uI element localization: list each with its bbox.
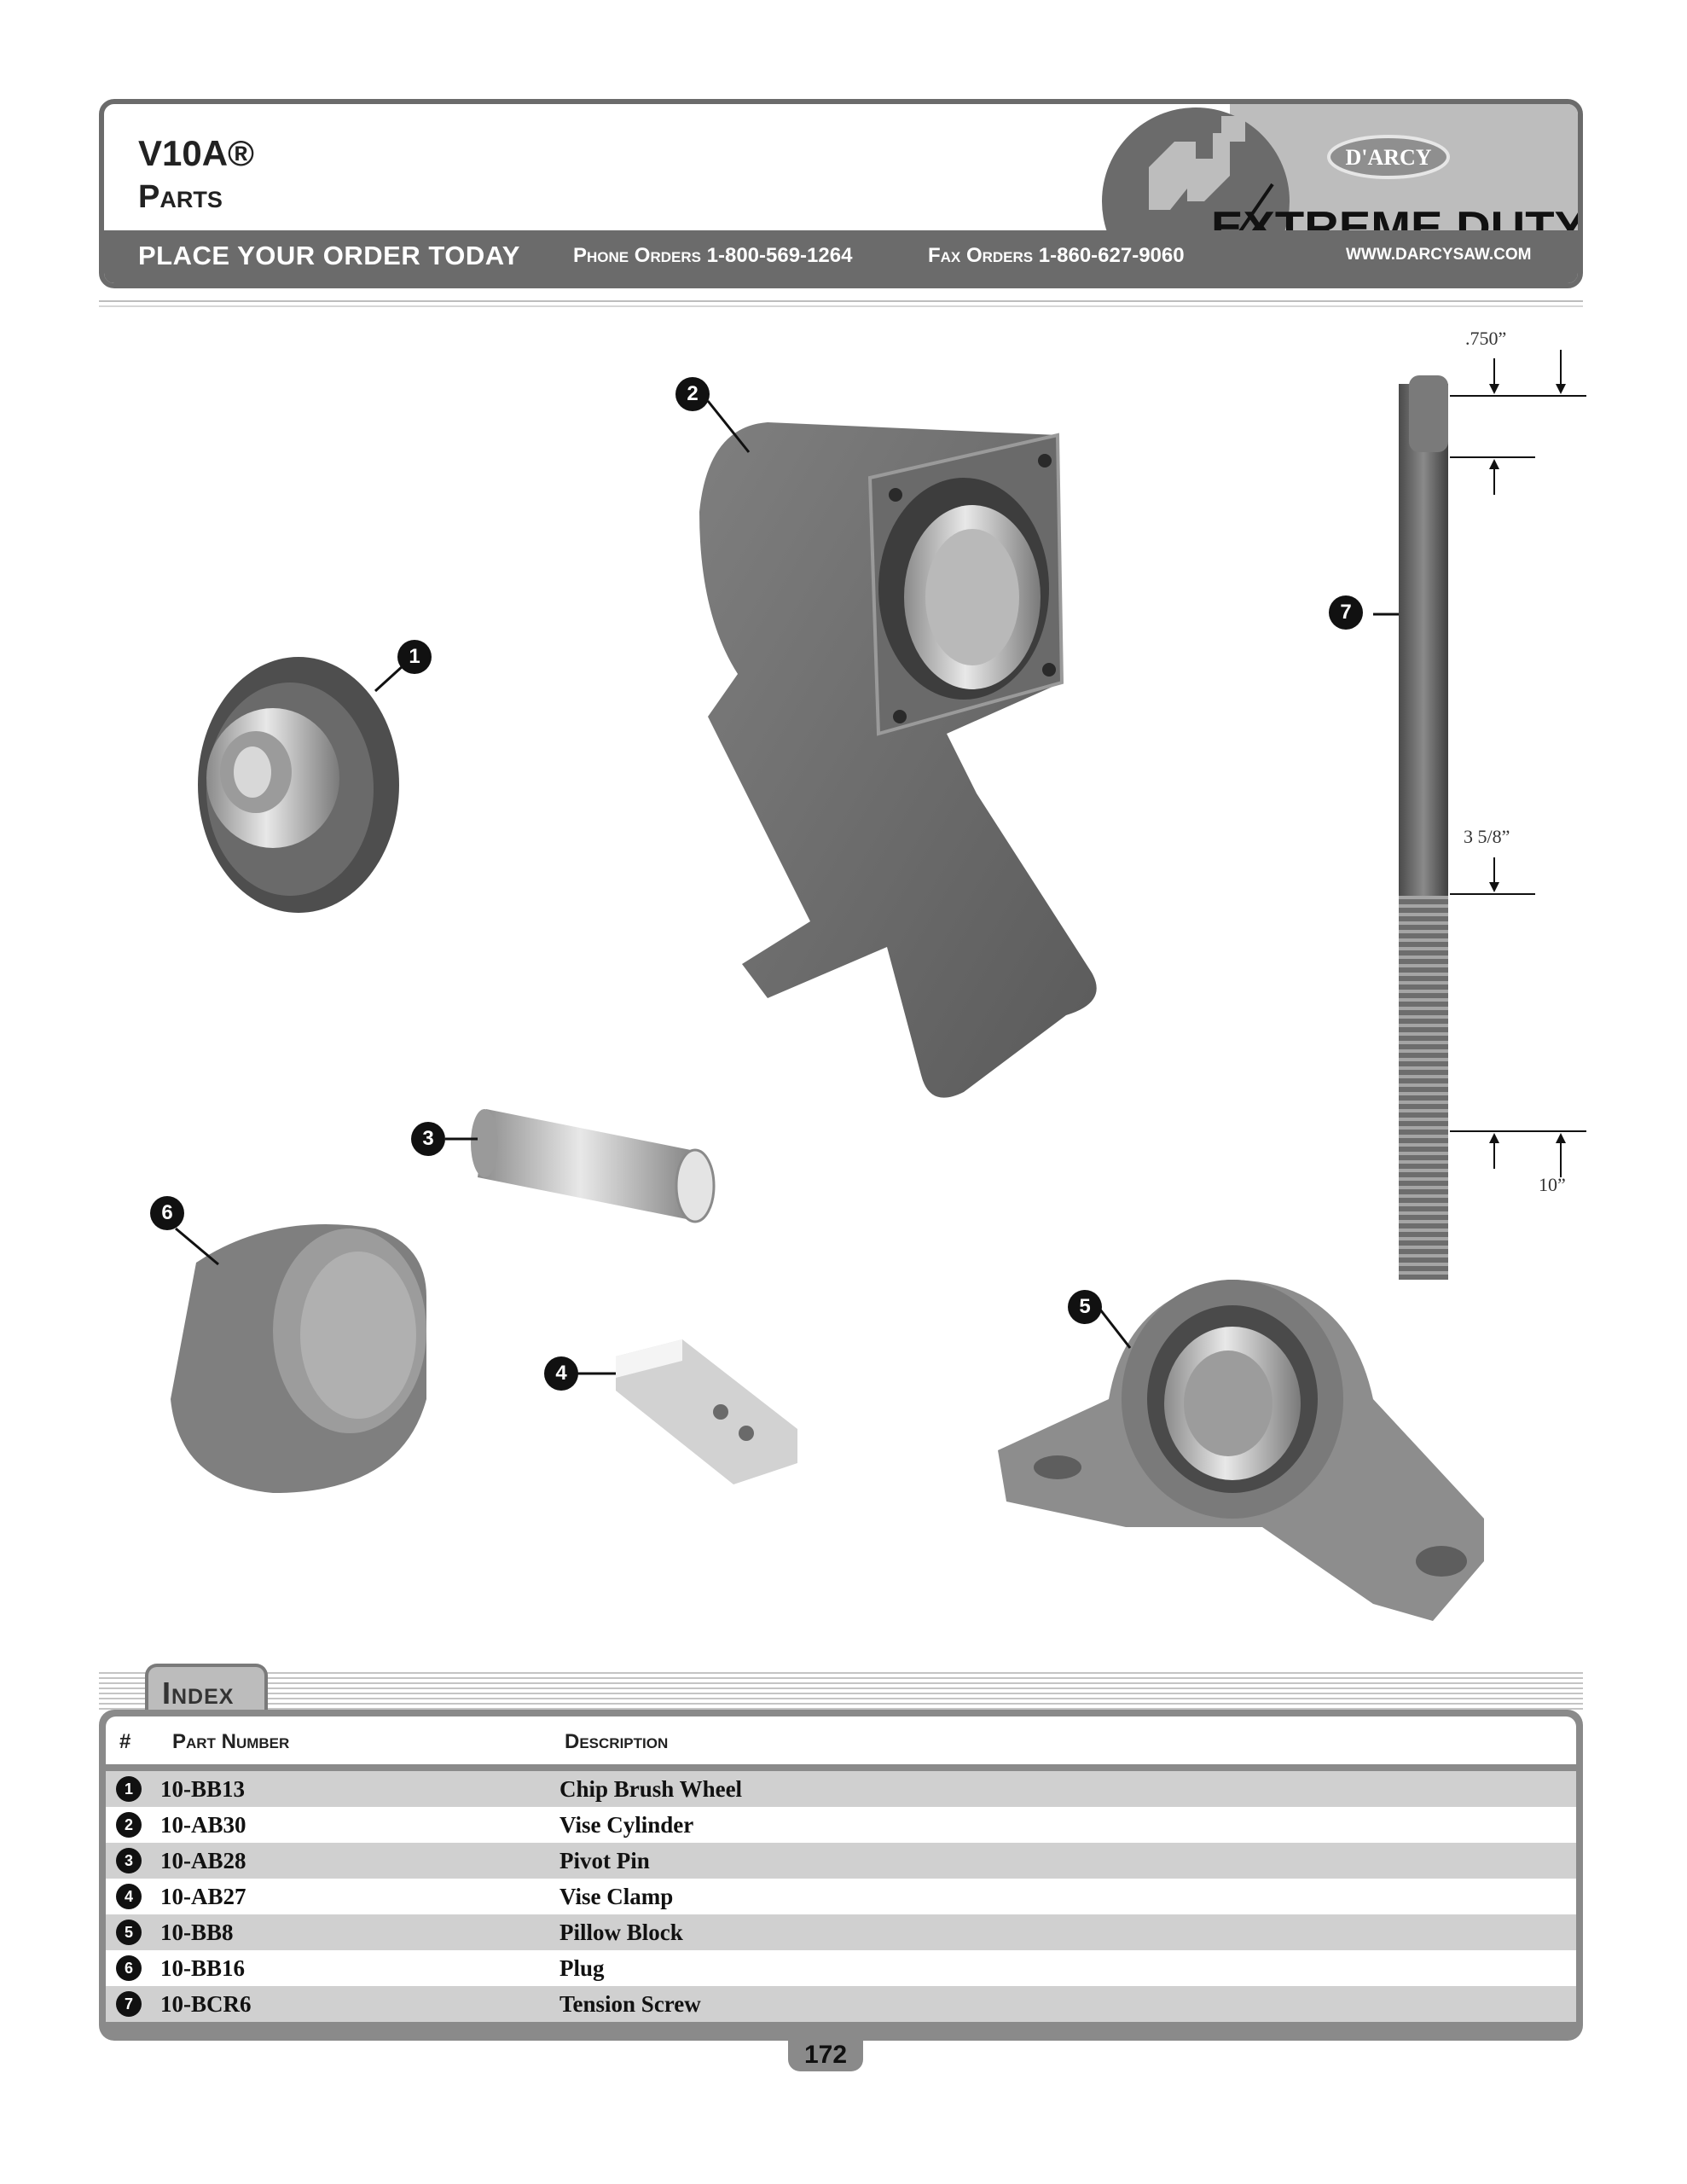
index-table: # Part Number Description 1 10-BB13 Chip… bbox=[99, 1710, 1583, 2041]
row-number-badge: 6 bbox=[116, 1955, 142, 1981]
model-title: V10A® bbox=[138, 133, 255, 173]
row-number-badge: 4 bbox=[116, 1884, 142, 1909]
callout-2: 2 bbox=[675, 377, 710, 411]
part-number: 10-BB13 bbox=[160, 1776, 246, 1802]
row-number-badge: 3 bbox=[116, 1848, 142, 1873]
page-header: V10A® Parts D'ARCY EXTREME DUTY PLACE YO… bbox=[99, 99, 1583, 288]
table-row: 1 10-BB13 Chip Brush Wheel bbox=[106, 1771, 1576, 1807]
part-description: Pillow Block bbox=[559, 1920, 683, 1945]
chip-brush-wheel-image bbox=[198, 655, 415, 913]
row-number-badge: 7 bbox=[116, 1991, 142, 2017]
column-header-part-number: Part Number bbox=[172, 1730, 290, 1753]
parts-illustration: 1 2 3 4 5 6 7 .750” 3 5/8” 10” bbox=[0, 307, 1687, 1638]
column-header-num: # bbox=[119, 1730, 131, 1753]
brand-logo-text: D'ARCY bbox=[1345, 145, 1431, 170]
table-row: 6 10-BB16 Plug bbox=[106, 1950, 1576, 1986]
row-number-badge: 1 bbox=[116, 1776, 142, 1802]
table-header: # Part Number Description bbox=[106, 1716, 1576, 1764]
page-number: 172 bbox=[803, 2041, 848, 2069]
fax-orders: Fax Orders 1-860-627-9060 bbox=[928, 244, 1185, 267]
vise-cylinder-image bbox=[699, 400, 1097, 1098]
row-number-badge: 2 bbox=[116, 1812, 142, 1838]
extreme-duty-logo: D'ARCY EXTREME DUTY bbox=[1102, 104, 1578, 253]
part-description: Tension Screw bbox=[559, 1991, 701, 2017]
website-link[interactable]: WWW.DARCYSAW.COM bbox=[1346, 246, 1532, 264]
part-number: 10-AB30 bbox=[160, 1812, 246, 1838]
tension-screw-image bbox=[1373, 350, 1586, 1280]
pivot-pin-image bbox=[445, 1109, 716, 1223]
part-number: 10-BB8 bbox=[160, 1920, 234, 1945]
dimension-top: .750” bbox=[1465, 328, 1507, 349]
dimension-middle: 3 5/8” bbox=[1464, 826, 1510, 847]
dimension-overall: 10” bbox=[1539, 1174, 1566, 1195]
callout-5: 5 bbox=[1068, 1290, 1102, 1324]
table-row: 4 10-AB27 Vise Clamp bbox=[106, 1879, 1576, 1914]
phone-orders: Phone Orders 1-800-569-1264 bbox=[573, 244, 853, 267]
column-header-description: Description bbox=[565, 1730, 669, 1753]
part-description: Vise Clamp bbox=[559, 1884, 674, 1909]
index-tab: Index bbox=[145, 1664, 268, 1715]
part-number: 10-BB16 bbox=[160, 1955, 246, 1981]
table-body: 1 10-BB13 Chip Brush Wheel 2 10-AB30 Vis… bbox=[106, 1771, 1576, 2022]
plug-image bbox=[171, 1224, 426, 1493]
divider bbox=[99, 300, 1583, 302]
part-number: 10-AB28 bbox=[160, 1848, 246, 1873]
order-bar: PLACE YOUR ORDER TODAY Phone Orders 1-80… bbox=[104, 230, 1578, 283]
callout-7: 7 bbox=[1329, 595, 1363, 630]
part-description: Plug bbox=[559, 1955, 605, 1981]
part-number: 10-BCR6 bbox=[160, 1991, 252, 2017]
divider bbox=[99, 305, 1583, 307]
callout-3: 3 bbox=[411, 1122, 445, 1156]
table-row: 7 10-BCR6 Tension Screw bbox=[106, 1986, 1576, 2022]
table-row: 5 10-BB8 Pillow Block bbox=[106, 1914, 1576, 1950]
index-rule-lines bbox=[99, 1672, 1583, 1713]
callout-4: 4 bbox=[544, 1356, 578, 1391]
robot-arm-icon bbox=[1149, 116, 1245, 210]
part-description: Chip Brush Wheel bbox=[559, 1776, 743, 1802]
index-title: Index bbox=[162, 1676, 235, 1711]
table-row: 3 10-AB28 Pivot Pin bbox=[106, 1843, 1576, 1879]
row-number-badge: 5 bbox=[116, 1920, 142, 1945]
pillow-block-image bbox=[998, 1280, 1484, 1621]
page-number-tab: 172 bbox=[788, 2037, 863, 2071]
callout-6: 6 bbox=[150, 1196, 184, 1230]
section-title: Parts bbox=[138, 179, 223, 215]
table-row: 2 10-AB30 Vise Cylinder bbox=[106, 1807, 1576, 1843]
callout-1: 1 bbox=[397, 640, 432, 674]
vise-clamp-image bbox=[577, 1339, 797, 1484]
order-cta: PLACE YOUR ORDER TODAY bbox=[138, 241, 520, 270]
part-description: Pivot Pin bbox=[559, 1848, 650, 1873]
part-description: Vise Cylinder bbox=[559, 1812, 694, 1838]
part-number: 10-AB27 bbox=[160, 1884, 246, 1909]
